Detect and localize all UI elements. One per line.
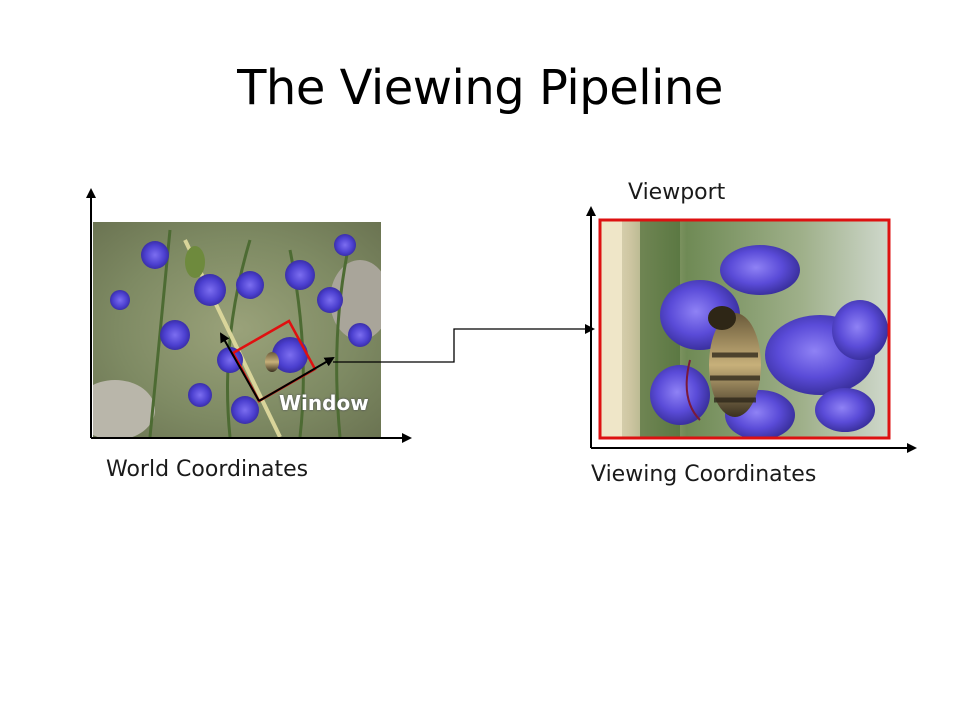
viewport-rectangle xyxy=(598,218,891,440)
world-photo xyxy=(93,222,381,437)
viewport-photo xyxy=(600,220,889,438)
window-label: Window xyxy=(279,391,369,415)
world-coordinates-label: World Coordinates xyxy=(106,457,309,482)
viewing-coordinates-label: Viewing Coordinates xyxy=(591,462,817,487)
pipeline-connector-arrow xyxy=(333,324,595,363)
viewport-label: Viewport xyxy=(628,180,726,205)
slide-title: The Viewing Pipeline xyxy=(237,60,723,116)
window-axis-v xyxy=(220,332,260,402)
window-axis-h xyxy=(258,356,335,402)
